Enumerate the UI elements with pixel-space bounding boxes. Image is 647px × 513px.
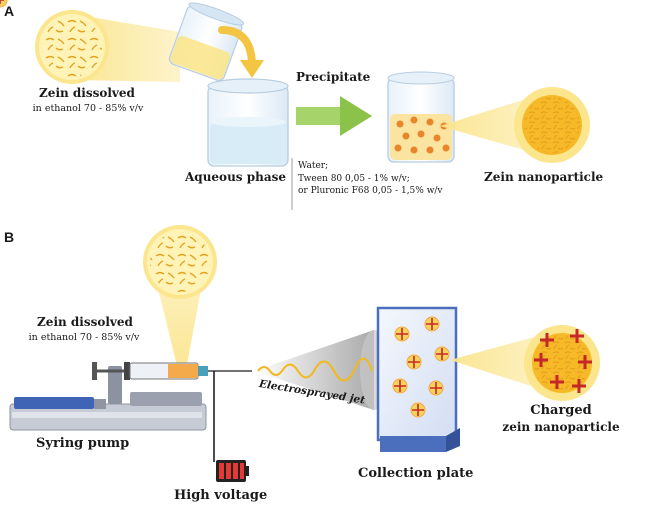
charged-particles (0, 0, 450, 418)
collection-plate (376, 306, 460, 452)
charged-label: Charged (530, 403, 592, 418)
pour-arrow (218, 26, 264, 78)
pouring-beaker (168, 2, 245, 82)
syringe-pump-label: Syring pump (36, 436, 130, 451)
zein-nanoparticle-bubble (440, 87, 590, 163)
zein-dissolved-subtitle-a: in ethanol 70 - 85% v/v (32, 103, 144, 114)
aqueous-details: Water; Tween 80 0,05 - 1% w/v; or Pluron… (298, 160, 443, 198)
aqueous-detail-tween: Tween 80 0,05 - 1% w/v; (298, 173, 410, 184)
aqueous-phase-beaker (207, 78, 289, 167)
aqueous-detail-pluronic: or Pluronic F68 0,05 - 1,5% w/v (298, 186, 443, 196)
zein-dissolved-title-b: Zein dissolved (37, 315, 133, 329)
panel-a-label: A (4, 3, 15, 19)
high-voltage-source (213, 371, 249, 482)
panel-b-label: B (4, 229, 15, 245)
precipitate-label: Precipitate (296, 70, 371, 84)
charged-zein-nanoparticle-label: zein nanoparticle (502, 420, 620, 434)
zein-dissolved-title-a: Zein dissolved (39, 86, 135, 100)
zein-dissolved-subtitle-b: in ethanol 70 - 85% v/v (28, 332, 140, 343)
nanoparticle-beaker (387, 71, 455, 163)
aqueous-phase-label: Aqueous phase (185, 170, 287, 184)
syringe-pump (9, 366, 207, 431)
aqueous-detail-water: Water; (298, 161, 329, 171)
zein-solution-bubble (35, 10, 180, 84)
zein-solution-bubble-b (143, 225, 217, 370)
charged-nanoparticle-bubble (450, 325, 600, 401)
syringe (92, 362, 252, 380)
collection-plate-label: Collection plate (358, 466, 474, 481)
zein-nanoparticle-label: Zein nanoparticle (484, 170, 604, 184)
high-voltage-label: High voltage (174, 488, 268, 503)
precipitate-arrow (296, 96, 372, 136)
